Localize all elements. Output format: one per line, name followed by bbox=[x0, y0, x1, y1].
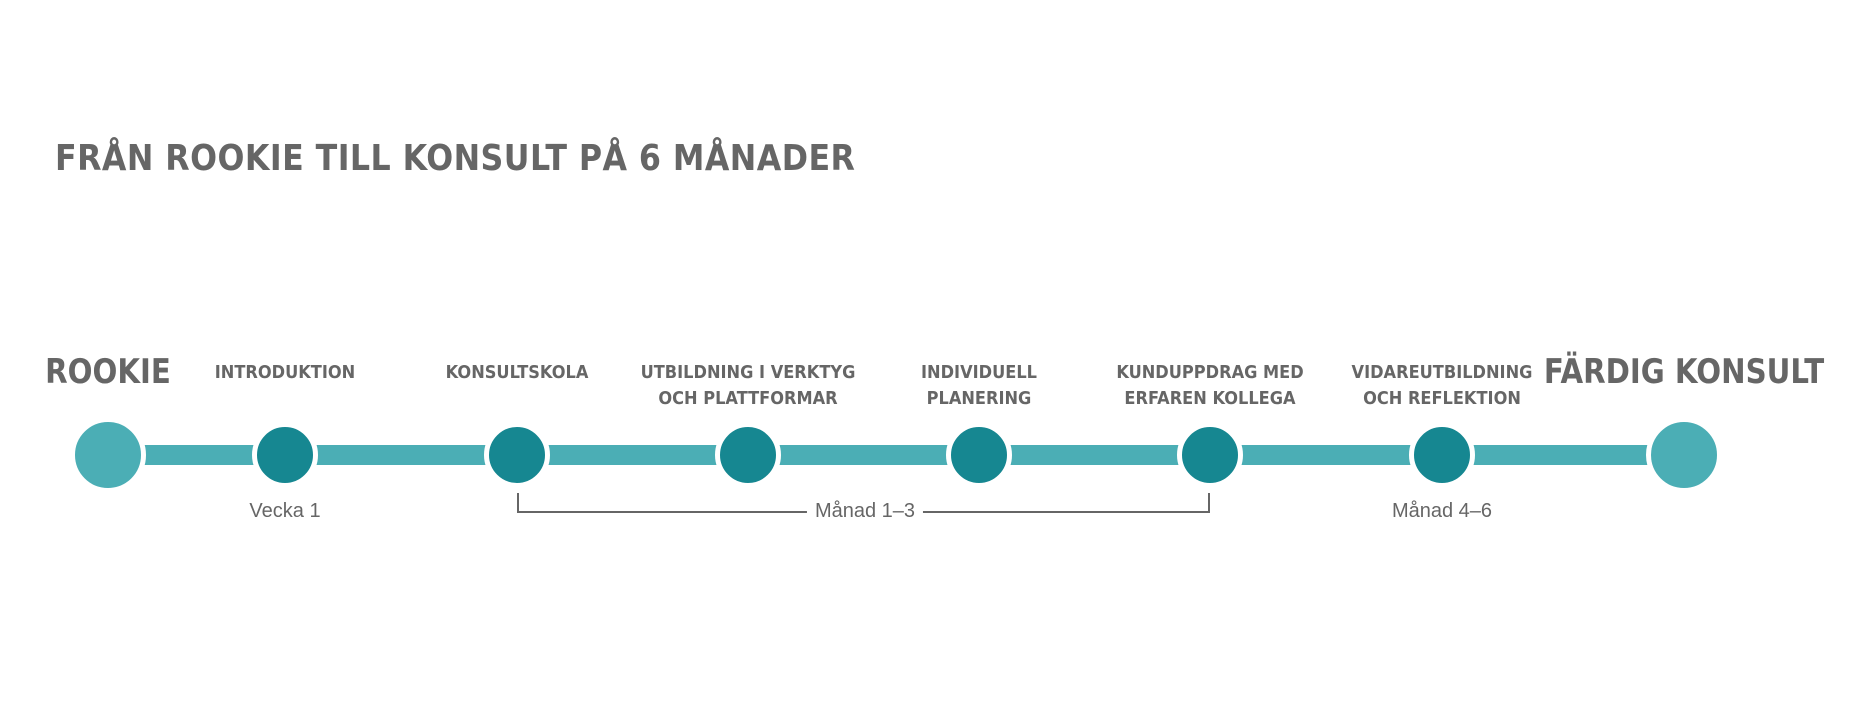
step-label-line: VIDAREUTBILDNING bbox=[1351, 362, 1533, 383]
period-label-month-1-3: Månad 1–3 bbox=[806, 500, 924, 523]
step-label-line: INDIVIDUELL bbox=[921, 362, 1037, 383]
step-label-utbildning: UTBILDNING I VERKTYG OCH PLATTFORMAR bbox=[631, 360, 865, 412]
step-label-introduktion: INTRODUKTION bbox=[168, 360, 402, 386]
end-label: FÄRDIG KONSULT bbox=[1543, 352, 1825, 392]
start-node bbox=[70, 417, 146, 493]
step-label-individuell-planering: INDIVIDUELL PLANERING bbox=[862, 360, 1096, 412]
step-label-line: INTRODUKTION bbox=[214, 362, 356, 383]
start-label: ROOKIE bbox=[45, 352, 171, 392]
step-label-line: UTBILDNING I VERKTYG bbox=[640, 362, 856, 383]
period-label-week1: Vecka 1 bbox=[241, 500, 329, 523]
step-label-line: OCH REFLEKTION bbox=[1363, 388, 1521, 409]
end-node bbox=[1646, 417, 1722, 493]
step-node-introduktion bbox=[252, 422, 318, 488]
step-node-individuell-planering bbox=[946, 422, 1012, 488]
step-label-vidareutbildning: VIDAREUTBILDNING OCH REFLEKTION bbox=[1325, 360, 1559, 412]
step-label-line: PLANERING bbox=[926, 388, 1032, 409]
period-label-month-4-6: Månad 4–6 bbox=[1383, 500, 1501, 523]
step-node-vidareutbildning bbox=[1409, 422, 1475, 488]
diagram-title: FRÅN ROOKIE TILL KONSULT PÅ 6 MÅNADER bbox=[55, 138, 856, 179]
step-label-kunduppdrag: KUNDUPPDRAG MED ERFAREN KOLLEGA bbox=[1093, 360, 1327, 412]
step-label-line: OCH PLATTFORMAR bbox=[658, 388, 838, 409]
step-label-konsultskola: KONSULTSKOLA bbox=[400, 360, 634, 386]
step-node-kunduppdrag bbox=[1177, 422, 1243, 488]
step-label-line: KUNDUPPDRAG MED bbox=[1116, 362, 1304, 383]
step-node-konsultskola bbox=[484, 422, 550, 488]
step-label-line: ERFAREN KOLLEGA bbox=[1124, 388, 1296, 409]
step-node-utbildning bbox=[715, 422, 781, 488]
step-label-line: KONSULTSKOLA bbox=[445, 362, 589, 383]
